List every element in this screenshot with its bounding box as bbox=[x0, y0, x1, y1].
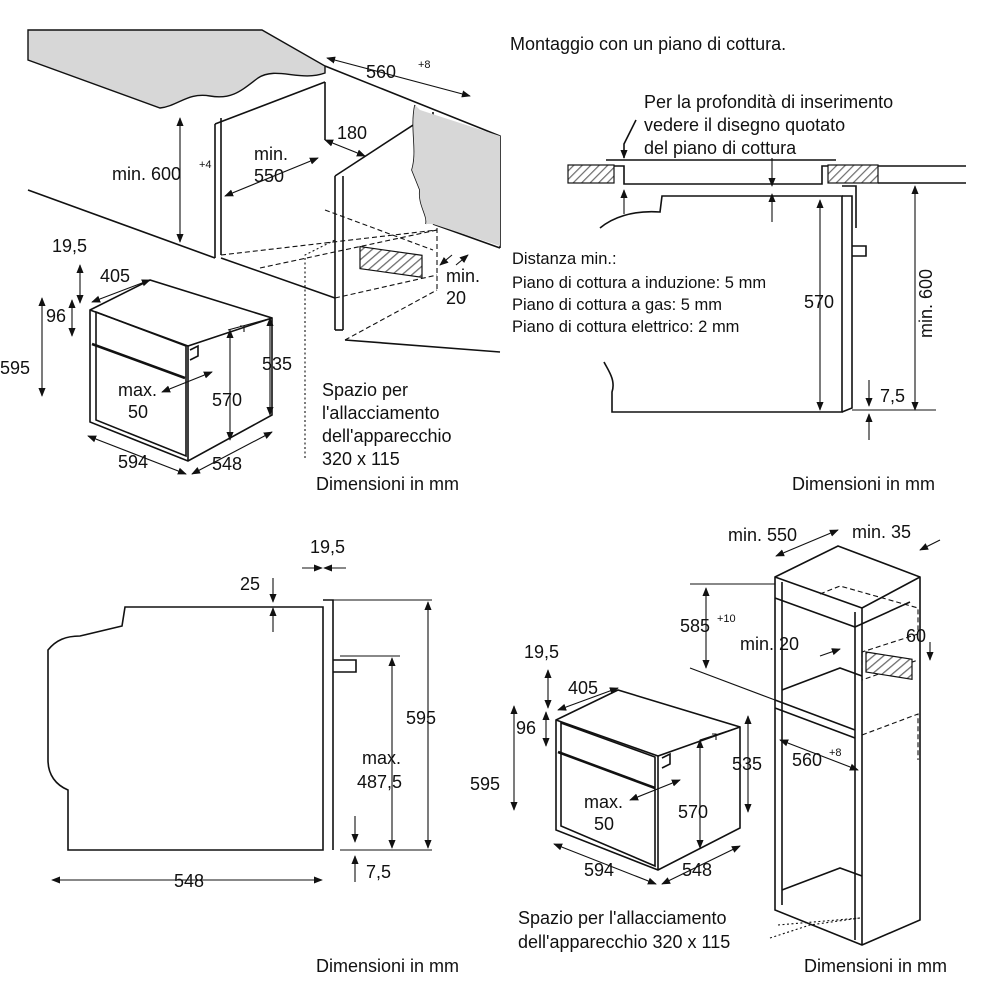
dim-side-max-value: 487,5 bbox=[357, 772, 402, 792]
dim-counter-height-tolerance: +4 bbox=[199, 159, 212, 171]
dim-max-label: max. bbox=[118, 380, 157, 400]
dim-oven2-top-offset: 96 bbox=[516, 718, 536, 738]
dim-cab-niche-width-tolerance: +8 bbox=[829, 747, 842, 759]
dim-cab-opening-tolerance: +10 bbox=[717, 613, 736, 625]
panel-top-right: Montaggio con un piano di cottura. Per l… bbox=[510, 34, 966, 494]
dim-cab-vent: 60 bbox=[906, 626, 926, 646]
dim-cab-gap: min. 20 bbox=[740, 634, 799, 654]
dim-hob-bottom: 7,5 bbox=[880, 386, 905, 406]
connection-note-line-2: l'allacciamento bbox=[322, 403, 440, 423]
worktop-left-hatch bbox=[567, 164, 615, 184]
dim-side-depth: 548 bbox=[174, 871, 204, 891]
dim-oven2-cavity: 570 bbox=[678, 802, 708, 822]
dim-oven2-front-depth: 405 bbox=[568, 678, 598, 698]
worktop-right-hatch bbox=[827, 164, 879, 184]
cab-connection-note-line-1: Spazio per l'allacciamento bbox=[518, 908, 727, 928]
niche-cabinet bbox=[27, 65, 501, 353]
dim-cavity: 570 bbox=[212, 390, 242, 410]
panel-top-left: 560 +8 min. 600 +4 min. 550 180 min. 20 … bbox=[0, 29, 501, 494]
oven-side-profile bbox=[47, 606, 324, 851]
dim-hob-min-height: min. 600 bbox=[916, 269, 936, 338]
note-line-1: Per la profondità di inserimento bbox=[644, 92, 893, 112]
dim-gap-label: min. bbox=[446, 266, 480, 286]
connection-note-line-4: 320 x 115 bbox=[322, 449, 400, 469]
dim-oven2-depth: 548 bbox=[682, 860, 712, 880]
connection-note-line-1: Spazio per bbox=[322, 380, 408, 400]
connection-cutout-hatch bbox=[359, 245, 423, 278]
panel-bottom-right: min. 550 min. 35 585 +10 min. 20 60 560 … bbox=[470, 522, 947, 976]
dim-counter-height: min. 600 bbox=[112, 164, 181, 184]
dim-gap-value: 20 bbox=[446, 288, 466, 308]
footer-bottom-left: Dimensioni in mm bbox=[316, 956, 459, 976]
dim-niche-depth-tolerance: +8 bbox=[418, 59, 431, 71]
dim-niche-inner-value: 550 bbox=[254, 166, 284, 186]
title-hob-mounting: Montaggio con un piano di cottura. bbox=[510, 34, 786, 54]
dim-oven2-width: 594 bbox=[584, 860, 614, 880]
dim-cab-niche-width: 560 bbox=[792, 750, 822, 770]
dim-front-offset: 19,5 bbox=[52, 236, 87, 256]
dim-side-max-label: max. bbox=[362, 748, 401, 768]
dim-oven2-max-label: max. bbox=[584, 792, 623, 812]
countertop-shape bbox=[27, 29, 326, 109]
note-line-2: vedere il disegno quotato bbox=[644, 115, 845, 135]
dim-panel-depth: 180 bbox=[337, 123, 367, 143]
dim-oven2-max-value: 50 bbox=[594, 814, 614, 834]
dim-niche-inner-label: min. bbox=[254, 144, 288, 164]
dim-height: 595 bbox=[0, 358, 30, 378]
oven-box-left bbox=[89, 279, 273, 462]
dim-inner-height: 535 bbox=[262, 354, 292, 374]
dim-side-front: 19,5 bbox=[310, 537, 345, 557]
distance-gas: Piano di cottura a gas: 5 mm bbox=[512, 296, 722, 314]
dim-width: 594 bbox=[118, 452, 148, 472]
dim-oven2-height: 595 bbox=[470, 774, 500, 794]
tall-cabinet bbox=[774, 545, 921, 946]
dimension-lines-top-left bbox=[38, 56, 471, 475]
dim-oven2-front-offset: 19,5 bbox=[524, 642, 559, 662]
footer-bottom-right: Dimensioni in mm bbox=[804, 956, 947, 976]
dim-niche-depth: 560 bbox=[366, 62, 396, 82]
dim-side-top: 25 bbox=[240, 574, 260, 594]
note-line-3: del piano di cottura bbox=[644, 138, 797, 158]
dim-cab-niche-depth: min. 550 bbox=[728, 525, 797, 545]
oven-box-right bbox=[555, 689, 741, 871]
dim-front-depth: 405 bbox=[100, 266, 130, 286]
dim-side-bottom: 7,5 bbox=[366, 862, 391, 882]
distance-induction: Piano di cottura a induzione: 5 mm bbox=[512, 274, 766, 292]
dim-cab-opening: 585 bbox=[680, 616, 710, 636]
oven-body-section bbox=[599, 185, 936, 440]
dim-depth: 548 bbox=[212, 454, 242, 474]
hob-section bbox=[567, 119, 966, 222]
dim-side-height: 595 bbox=[406, 708, 436, 728]
panel-bottom-left: 19,5 25 595 max. 487,5 548 7,5 Dimension… bbox=[47, 537, 459, 976]
distance-heading: Distanza min.: bbox=[512, 250, 617, 268]
dim-oven2-inner-height: 535 bbox=[732, 754, 762, 774]
dim-hob-height: 570 bbox=[804, 292, 834, 312]
cabinet-cutout-hatch bbox=[865, 651, 913, 680]
footer-top-right: Dimensioni in mm bbox=[792, 474, 935, 494]
cab-connection-note-line-2: dell'apparecchio 320 x 115 bbox=[518, 932, 730, 952]
dim-max-value: 50 bbox=[128, 402, 148, 422]
dim-cab-side: min. 35 bbox=[852, 522, 911, 542]
dimension-lines-bottom-right bbox=[510, 529, 941, 939]
connection-note-line-3: dell'apparecchio bbox=[322, 426, 452, 446]
dim-top-offset: 96 bbox=[46, 306, 66, 326]
distance-electric: Piano di cottura elettrico: 2 mm bbox=[512, 318, 739, 336]
footer-top-left: Dimensioni in mm bbox=[316, 474, 459, 494]
